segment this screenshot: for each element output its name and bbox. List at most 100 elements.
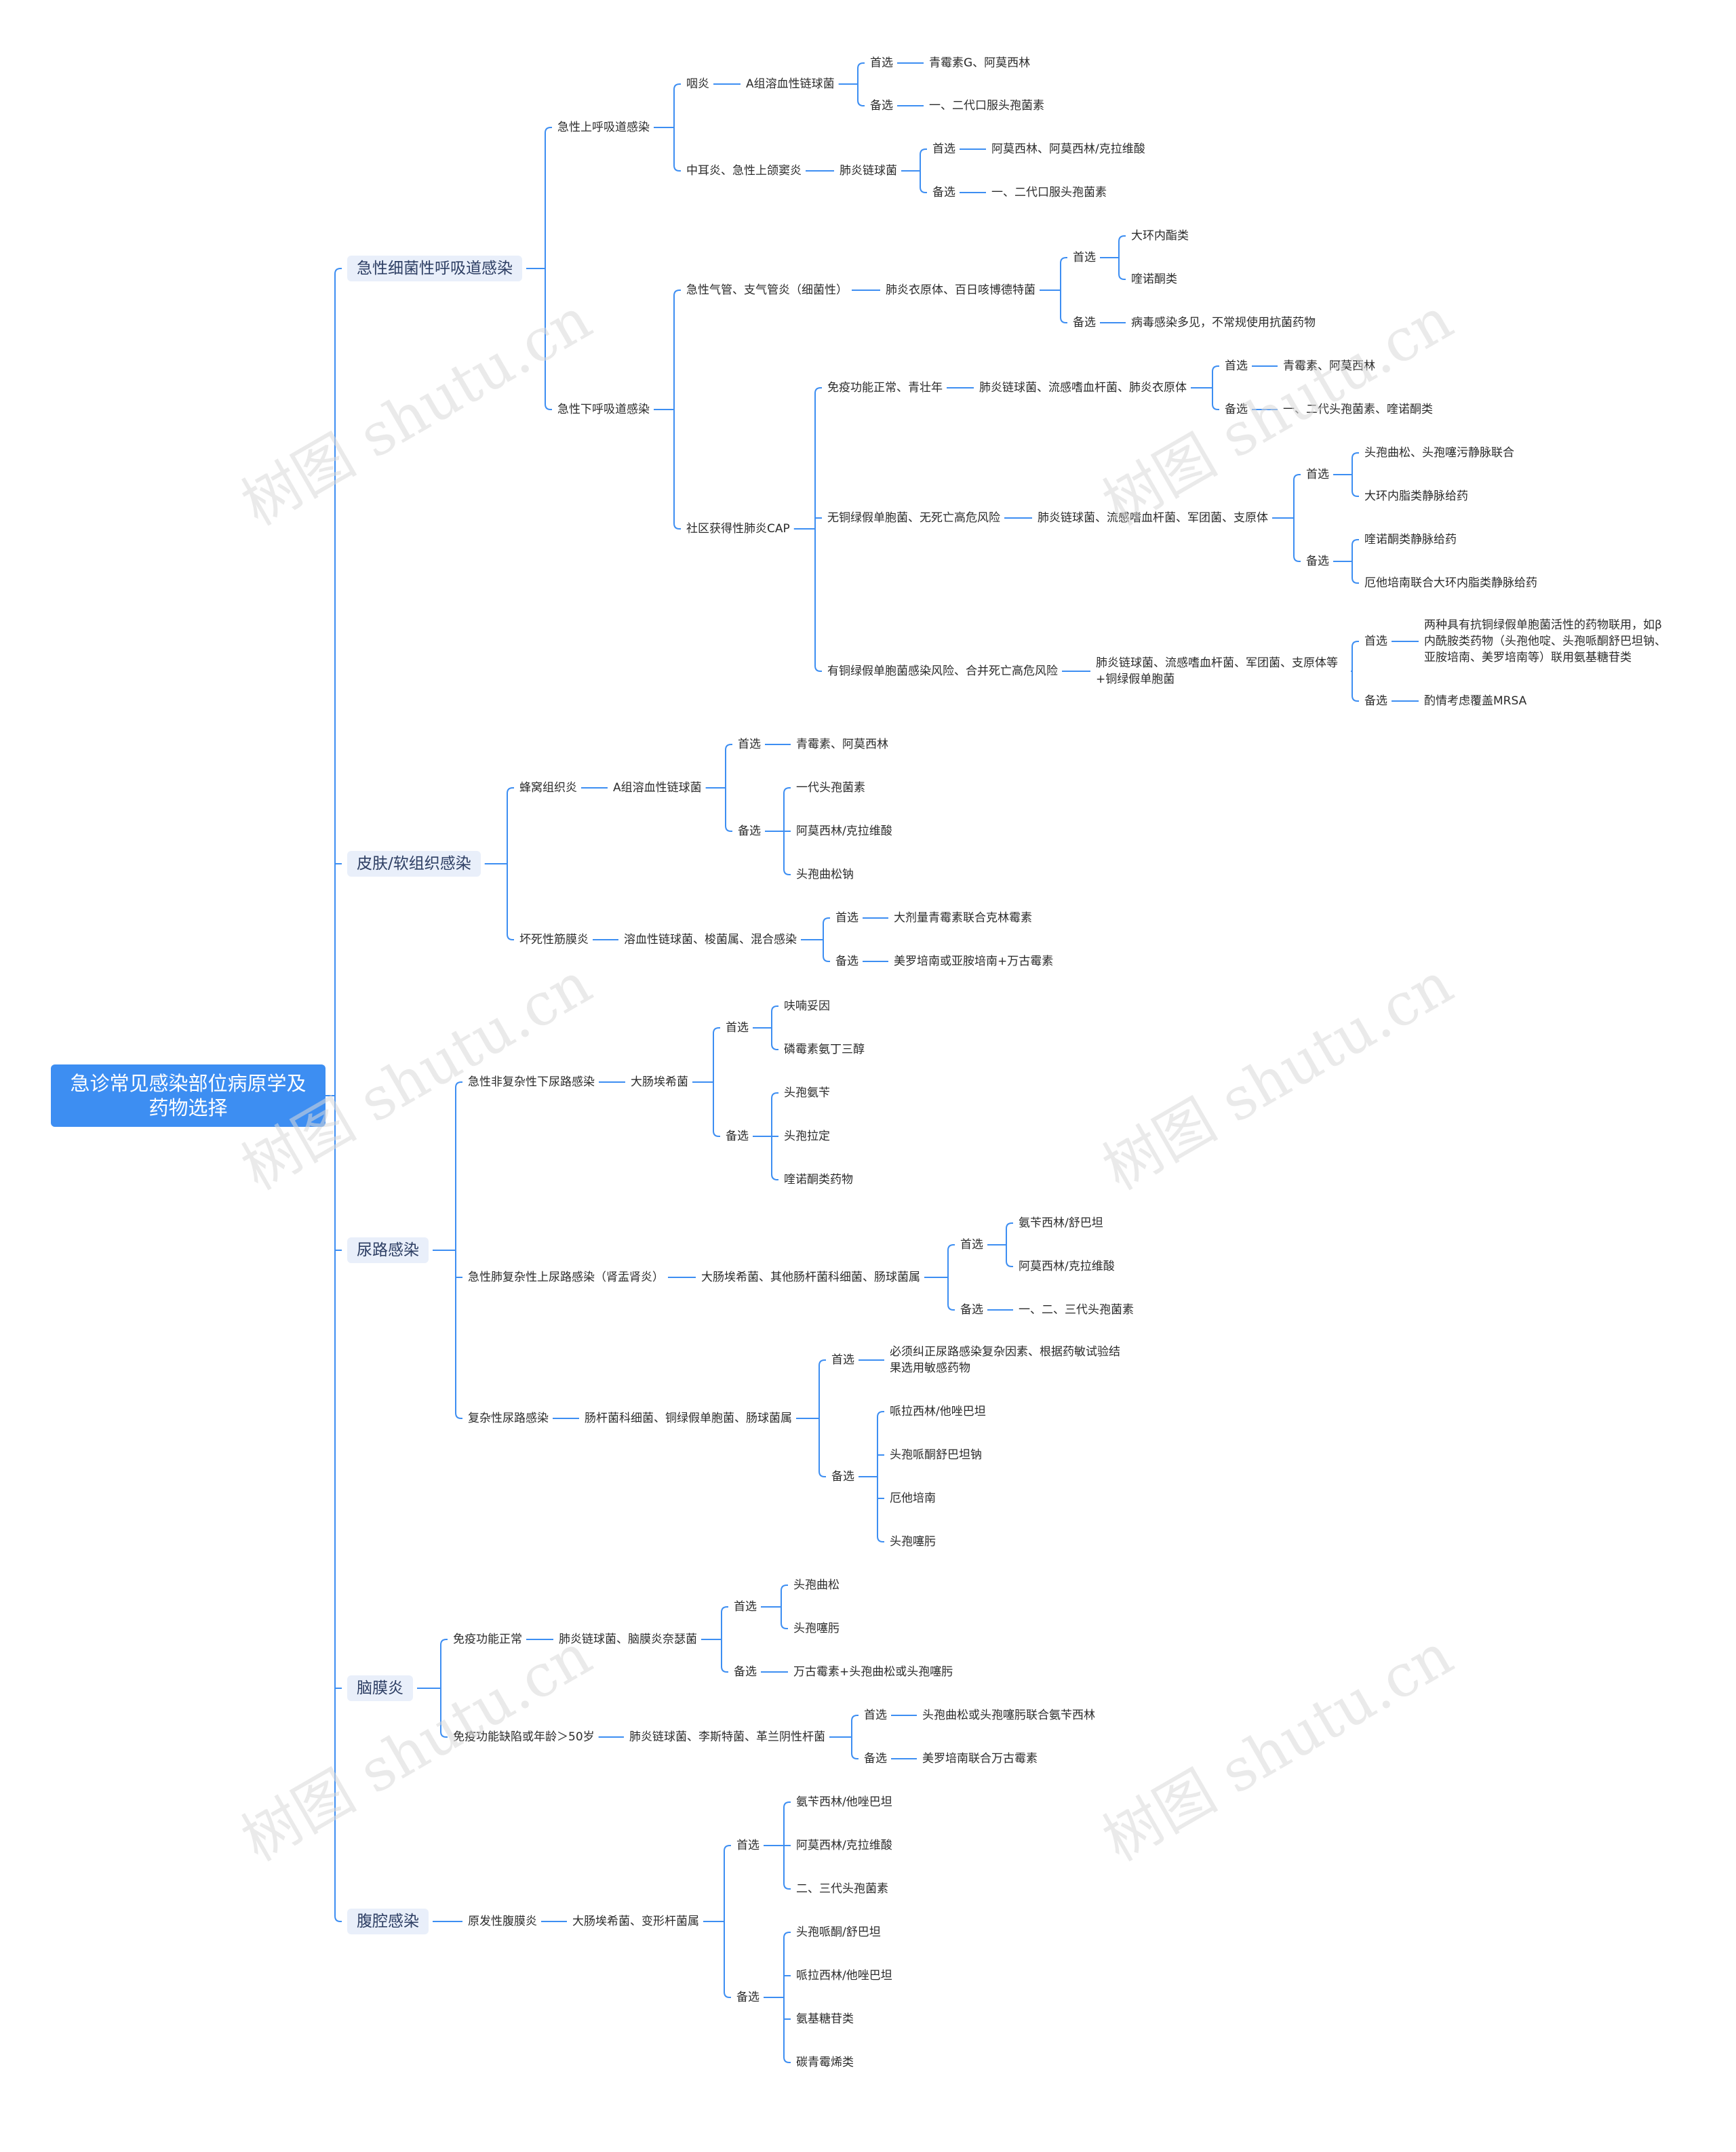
topic-node[interactable]: 免疫功能正常、青壮年: [827, 381, 943, 395]
topic-node[interactable]: 急性下呼吸道感染: [557, 403, 650, 416]
preferred-label[interactable]: 首选: [960, 1238, 983, 1252]
topic-node[interactable]: 青霉素、阿莫西林: [1283, 359, 1375, 373]
topic-node[interactable]: A组溶血性链球菌: [746, 77, 835, 91]
preferred-label[interactable]: 首选: [831, 1353, 854, 1367]
topic-node[interactable]: 肺炎链球菌、李斯特菌、革兰阴性杆菌: [629, 1730, 825, 1744]
topic-node[interactable]: 氨苄西林/他唑巴坦: [796, 1795, 892, 1809]
topic-node[interactable]: 头孢拉定: [784, 1130, 830, 1143]
topic-node[interactable]: 急性气管、支气管炎（细菌性）: [686, 283, 848, 297]
topic-node[interactable]: 头孢哌酮/舒巴坦: [796, 1926, 881, 1939]
preferred-label[interactable]: 首选: [734, 1600, 757, 1614]
topic-node[interactable]: 青霉素G、阿莫西林: [929, 56, 1031, 70]
topic-node[interactable]: 头孢哌酮舒巴坦钠: [890, 1448, 982, 1462]
topic-node[interactable]: 厄他培南联合大环内脂类静脉给药: [1364, 576, 1537, 590]
topic-node[interactable]: 磷霉素氨丁三醇: [784, 1043, 865, 1056]
topic-node[interactable]: 病毒感染多见，不常规使用抗菌药物: [1131, 316, 1316, 330]
topic-node[interactable]: 头孢噻肟: [890, 1535, 936, 1549]
topic-node[interactable]: 二、三代头孢菌素: [796, 1882, 888, 1896]
topic-node[interactable]: 万古霉素+头孢曲松或头孢噻肟: [793, 1665, 953, 1679]
topic-node[interactable]: 阿莫西林、阿莫西林/克拉维酸: [991, 142, 1145, 156]
topic-node[interactable]: 大环内脂类静脉给药: [1364, 490, 1468, 503]
topic-node[interactable]: 头孢曲松、头孢噻污静脉联合: [1364, 446, 1514, 460]
alternative-label[interactable]: 备选: [734, 1665, 757, 1679]
topic-node[interactable]: 大肠埃希菌、其他肠杆菌科细菌、肠球菌属: [701, 1271, 920, 1284]
preferred-label[interactable]: 首选: [932, 142, 955, 156]
alternative-label[interactable]: 备选: [864, 1752, 887, 1766]
topic-node[interactable]: 一、二代口服头孢菌素: [991, 186, 1107, 199]
branch-topic[interactable]: 皮肤/软组织感染: [347, 851, 481, 877]
alternative-label[interactable]: 备选: [835, 955, 859, 968]
alternative-label[interactable]: 备选: [736, 1991, 760, 2004]
topic-node[interactable]: 喹诺酮类药物: [784, 1173, 853, 1187]
topic-node[interactable]: 一代头孢菌素: [796, 781, 865, 795]
topic-node[interactable]: 急性肺复杂性上尿路感染（肾盂肾炎）: [468, 1271, 664, 1284]
topic-node[interactable]: 两种具有抗铜绿假单胞菌活性的药物联用，如β内酰胺类药物（头孢他啶、头孢哌酮舒巴坦…: [1424, 618, 1666, 664]
root-topic[interactable]: 急诊常见感染部位病原学及药物选择: [51, 1064, 326, 1127]
topic-node[interactable]: 无铜绿假单胞菌、无死亡高危风险: [827, 511, 1000, 525]
preferred-label[interactable]: 首选: [736, 1839, 760, 1852]
topic-node[interactable]: 呋喃妥因: [784, 999, 830, 1013]
topic-node[interactable]: 大环内酯类: [1131, 229, 1189, 243]
topic-node[interactable]: 必须纠正尿路感染复杂因素、根据药敏试验结果选用敏感药物: [890, 1345, 1120, 1375]
preferred-label[interactable]: 首选: [1364, 635, 1387, 648]
topic-node[interactable]: 溶血性链球菌、梭菌属、混合感染: [624, 933, 797, 947]
alternative-label[interactable]: 备选: [932, 186, 955, 199]
topic-node[interactable]: 肠杆菌科细菌、铜绿假单胞菌、肠球菌属: [585, 1412, 792, 1425]
topic-node[interactable]: 氨苄西林/舒巴坦: [1019, 1216, 1103, 1230]
topic-node[interactable]: 肺炎链球菌、流感嗜血杆菌、军团菌、支原体等+铜绿假单胞菌: [1096, 656, 1338, 686]
preferred-label[interactable]: 首选: [726, 1021, 749, 1035]
topic-node[interactable]: 喹诺酮类静脉给药: [1364, 533, 1457, 546]
topic-node[interactable]: 肺炎链球菌、流感嗜血杆菌、肺炎衣原体: [979, 381, 1187, 395]
alternative-label[interactable]: 备选: [870, 99, 893, 113]
topic-node[interactable]: 美罗培南联合万古霉素: [922, 1752, 1038, 1766]
alternative-label[interactable]: 备选: [1073, 316, 1096, 330]
topic-node[interactable]: 厄他培南: [890, 1492, 936, 1505]
topic-node[interactable]: 青霉素、阿莫西林: [796, 738, 888, 751]
topic-node[interactable]: 氨基糖苷类: [796, 2012, 854, 2026]
topic-node[interactable]: 头孢氨苄: [784, 1086, 830, 1100]
preferred-label[interactable]: 首选: [870, 56, 893, 70]
topic-node[interactable]: 急性非复杂性下尿路感染: [468, 1075, 595, 1089]
topic-node[interactable]: 蜂窝组织炎: [519, 781, 577, 795]
topic-node[interactable]: 大肠埃希菌: [631, 1075, 688, 1089]
preferred-label[interactable]: 首选: [738, 738, 761, 751]
topic-node[interactable]: 头孢曲松: [793, 1578, 840, 1592]
branch-topic[interactable]: 急性细菌性呼吸道感染: [347, 256, 522, 281]
topic-node[interactable]: 原发性腹膜炎: [468, 1915, 537, 1928]
topic-node[interactable]: 哌拉西林/他唑巴坦: [890, 1405, 986, 1418]
alternative-label[interactable]: 备选: [1225, 403, 1248, 416]
topic-node[interactable]: 头孢曲松或头孢噻肟联合氨苄西林: [922, 1709, 1095, 1722]
topic-node[interactable]: 复杂性尿路感染: [468, 1412, 549, 1425]
topic-node[interactable]: A组溶血性链球菌: [613, 781, 702, 795]
alternative-label[interactable]: 备选: [738, 824, 761, 838]
topic-node[interactable]: 一、二代头孢菌素、喹诺酮类: [1283, 403, 1433, 416]
topic-node[interactable]: 头孢曲松钠: [796, 868, 854, 881]
topic-node[interactable]: 哌拉西林/他唑巴坦: [796, 1969, 892, 1982]
topic-node[interactable]: 中耳炎、急性上颌窦炎: [686, 164, 802, 178]
topic-node[interactable]: 阿莫西林/克拉维酸: [1019, 1260, 1115, 1273]
preferred-label[interactable]: 首选: [1225, 359, 1248, 373]
topic-node[interactable]: 碳青霉烯类: [796, 2056, 854, 2069]
alternative-label[interactable]: 备选: [831, 1470, 854, 1483]
topic-node[interactable]: 大肠埃希菌、变形杆菌属: [572, 1915, 699, 1928]
topic-node[interactable]: 阿莫西林/克拉维酸: [796, 1839, 892, 1852]
alternative-label[interactable]: 备选: [960, 1303, 983, 1317]
topic-node[interactable]: 头孢噻肟: [793, 1622, 840, 1635]
topic-node[interactable]: 免疫功能正常: [453, 1633, 522, 1646]
topic-node[interactable]: 阿莫西林/克拉维酸: [796, 824, 892, 838]
alternative-label[interactable]: 备选: [1364, 694, 1387, 708]
topic-node[interactable]: 咽炎: [686, 77, 709, 91]
branch-topic[interactable]: 脑膜炎: [347, 1675, 413, 1701]
branch-topic[interactable]: 尿路感染: [347, 1237, 429, 1263]
topic-node[interactable]: 肺炎链球菌、流感嗜血杆菌、军团菌、支原体: [1038, 511, 1268, 525]
topic-node[interactable]: 大剂量青霉素联合克林霉素: [894, 911, 1032, 925]
topic-node[interactable]: 美罗培南或亚胺培南+万古霉素: [894, 955, 1054, 968]
topic-node[interactable]: 一、二代口服头孢菌素: [929, 99, 1044, 113]
topic-node[interactable]: 肺炎链球菌: [840, 164, 897, 178]
topic-node[interactable]: 喹诺酮类: [1131, 273, 1177, 286]
topic-node[interactable]: 一、二、三代头孢菌素: [1019, 1303, 1134, 1317]
topic-node[interactable]: 社区获得性肺炎CAP: [686, 522, 790, 536]
topic-node[interactable]: 坏死性筋膜炎: [519, 933, 589, 947]
alternative-label[interactable]: 备选: [1306, 555, 1329, 568]
preferred-label[interactable]: 首选: [835, 911, 859, 925]
